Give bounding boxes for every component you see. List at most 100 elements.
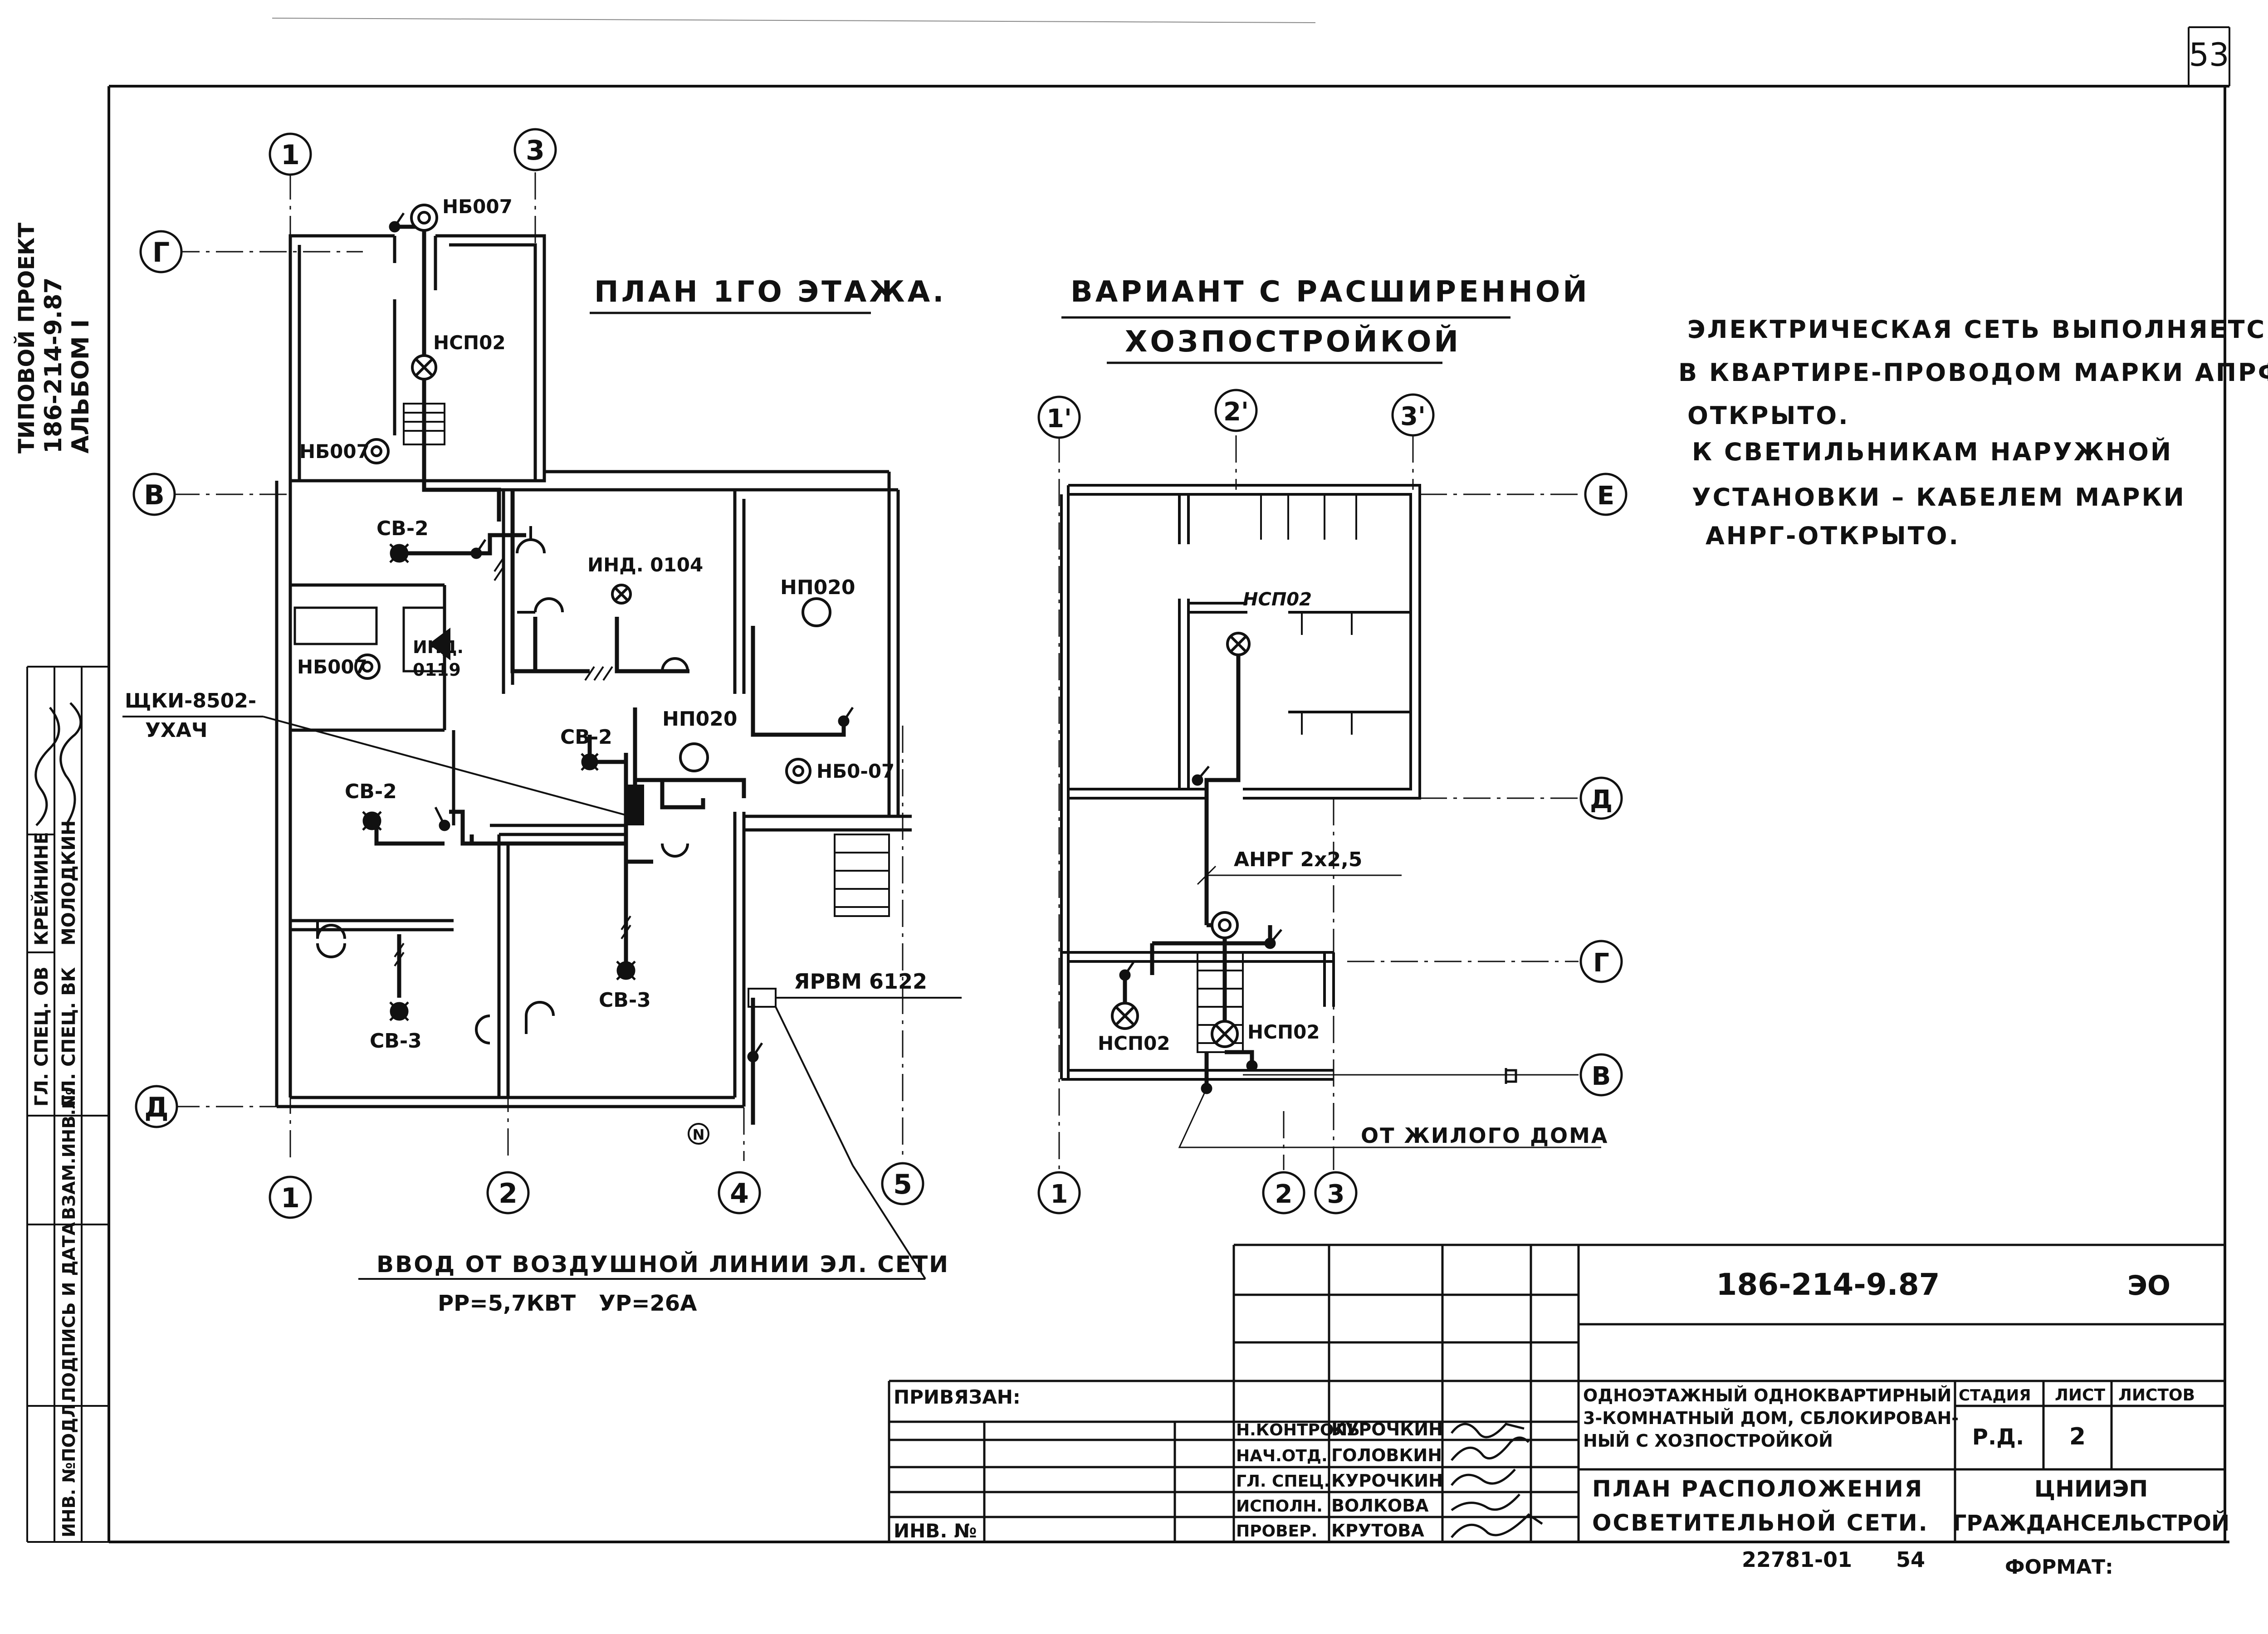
v-label-nsp1: НСП02 — [1243, 589, 1312, 610]
svg-text:N: N — [693, 1126, 705, 1143]
svg-text:2: 2 — [1275, 1180, 1293, 1209]
plan-switches — [389, 212, 854, 1063]
archive-sheet: 54 — [1896, 1547, 1925, 1572]
v-axis-2p: 2' — [1214, 389, 1258, 432]
v-axis-3p: 3' — [1391, 393, 1435, 437]
luminaire-sv1-icon — [389, 543, 409, 563]
svg-text:3: 3 — [1327, 1180, 1345, 1209]
plan-luminaires-sv — [362, 543, 636, 1021]
label-nsp: НСП02 — [433, 332, 506, 354]
label-sv2-b: СВ-2 — [560, 726, 612, 749]
variant-switches — [1119, 766, 1282, 1094]
socket-icon — [525, 1001, 555, 1034]
switch-icon — [434, 806, 450, 831]
socket-icon — [316, 921, 346, 939]
org-name-2: ГРАЖДАНСЕЛЬСТРОЙ — [1953, 1510, 2229, 1536]
signature-3 — [1451, 1468, 1516, 1486]
lamp-ind2-icon — [429, 628, 450, 660]
socket-icon — [517, 597, 564, 614]
note-line-3: ОТКРЫТО. — [1687, 401, 1850, 430]
ceiling-lamp-np2-icon — [679, 742, 709, 772]
variant-cable — [1178, 865, 1601, 1148]
v-label-from-house: ОТ ЖИЛОГО ДОМА — [1361, 1123, 1609, 1148]
switch-icon — [838, 707, 854, 727]
svg-text:Г: Г — [1593, 948, 1609, 978]
staff-name-5: КРУТОВА — [1331, 1521, 1424, 1541]
v-axis-1p: 1' — [1037, 395, 1081, 439]
svg-text:В: В — [144, 479, 165, 511]
label-shk1: ЩКИ-8502- — [125, 689, 256, 712]
staff-name-2: ГОЛОВКИН — [1331, 1445, 1442, 1465]
approval-role-2: ГЛ. СПЕЦ. ВК — [59, 967, 79, 1107]
plan-fixtures — [354, 204, 831, 784]
sheets-header: ЛИСТОВ — [2118, 1386, 2195, 1405]
side-signature-2 — [59, 702, 82, 826]
svg-text:Д: Д — [1590, 785, 1613, 815]
variant-title-line1: ВАРИАНТ С РАСШИРЕННОЙ — [1070, 274, 1590, 309]
v-ceiling-lamp-2-icon — [1111, 1002, 1139, 1030]
title-block-grid — [888, 1244, 2225, 1542]
label-shk2: УХАЧ — [145, 719, 207, 742]
side-stamp-line1: ТИПОВОЙ ПРОЕКТ — [14, 223, 39, 454]
socket-icon — [516, 526, 546, 554]
sheet-frame — [108, 18, 2230, 1543]
svg-text:2': 2' — [1223, 397, 1249, 427]
binding-label-1: ВЗАМ.ИНВ.№ — [59, 1088, 79, 1220]
plan-sockets — [316, 526, 689, 1044]
inv-label: ИНВ. № — [894, 1520, 977, 1542]
switch-icon — [1246, 1060, 1258, 1072]
svg-text:В: В — [1592, 1062, 1611, 1091]
socket-icon — [316, 943, 346, 958]
v-label-cable: АНРГ 2х2,5 — [1234, 848, 1362, 871]
v-axis-2: 2 — [1262, 1171, 1305, 1215]
staff-name-1: КУРОЧКИН — [1331, 1419, 1443, 1439]
switch-icon — [1201, 1083, 1212, 1094]
v-ceiling-lamp-1-icon — [1226, 632, 1251, 656]
title-block-text: 186-214-9.87 ЭО ПРИВЯЗАН: ИНВ. № Н.КОНТР… — [894, 1267, 2229, 1579]
label-nb4: НБ0-07 — [816, 760, 894, 782]
label-np1: НП020 — [780, 576, 855, 599]
project-desc-3: НЫЙ С ХОЗПОСТРОЙКОЙ — [1583, 1431, 1833, 1451]
plan-labels: НБ007 НСП02 НБ007 СВ-2 ИНД. 0104 НП020 Н… — [125, 195, 927, 1053]
v-ceiling-lamp-3-icon — [1211, 1020, 1239, 1048]
page-number: 53 — [2189, 36, 2229, 73]
stage-value: Р.Д. — [1972, 1424, 2024, 1450]
axis-1-bottom: 1 — [269, 1176, 312, 1219]
axis-2-bottom: 2 — [486, 1171, 530, 1215]
axis-v-left: В — [132, 473, 176, 516]
signature-1 — [1451, 1423, 1525, 1439]
variant-title-line2: ХОЗПОСТРОЙКОЙ — [1125, 324, 1461, 359]
variant-entry-terminal — [1505, 1068, 1517, 1084]
socket-icon — [661, 843, 689, 858]
svg-text:3: 3 — [526, 135, 545, 166]
side-stamp-line3: АЛЬБОМ I — [67, 319, 94, 454]
svg-text:1: 1 — [281, 1182, 300, 1214]
v-axis-3: 3 — [1314, 1171, 1358, 1215]
binding-label-3: ИНВ. №ПОДЛ. — [59, 1397, 79, 1537]
v-wall-lamp-icon — [1211, 911, 1239, 939]
archive-number: 22781-01 — [1742, 1547, 1852, 1572]
svg-text:1: 1 — [1051, 1180, 1068, 1209]
binding-label-2: ПОДПИСЬ И ДАТА — [59, 1222, 79, 1401]
note-line-4: К СВЕТИЛЬНИКАМ НАРУЖНОЙ — [1692, 438, 2173, 466]
variant-partitions — [1260, 494, 1357, 735]
plan-stair — [834, 834, 890, 917]
variant-labels: НСП02 АНРГ 2х2,5 НСП02 НСП02 ОТ ЖИЛОГО Д… — [1098, 589, 1609, 1148]
svg-text:4: 4 — [730, 1178, 749, 1210]
wall-lamp-nb2-icon — [363, 438, 390, 464]
socket-icon — [475, 1015, 490, 1044]
sheet-value: 2 — [2069, 1423, 2086, 1450]
axis-4-bottom: 4 — [718, 1171, 761, 1215]
axis-1-top: 1 — [269, 132, 312, 176]
luminaire-sv5-icon — [616, 961, 636, 980]
svg-text:Д: Д — [144, 1092, 168, 1123]
approval-name-1: КРЕЙНИНЕ — [30, 832, 52, 946]
luminaire-sv4-icon — [389, 1001, 409, 1021]
wall-lamp-nb1-icon — [410, 204, 438, 232]
staff-name-4: ВОЛКОВА — [1331, 1496, 1429, 1516]
stage-header: СТАДИЯ — [1959, 1386, 2031, 1405]
label-sv2-c: СВ-2 — [345, 780, 397, 803]
axis-3-top: 3 — [513, 128, 557, 171]
plan-walls-extra — [122, 716, 962, 1280]
